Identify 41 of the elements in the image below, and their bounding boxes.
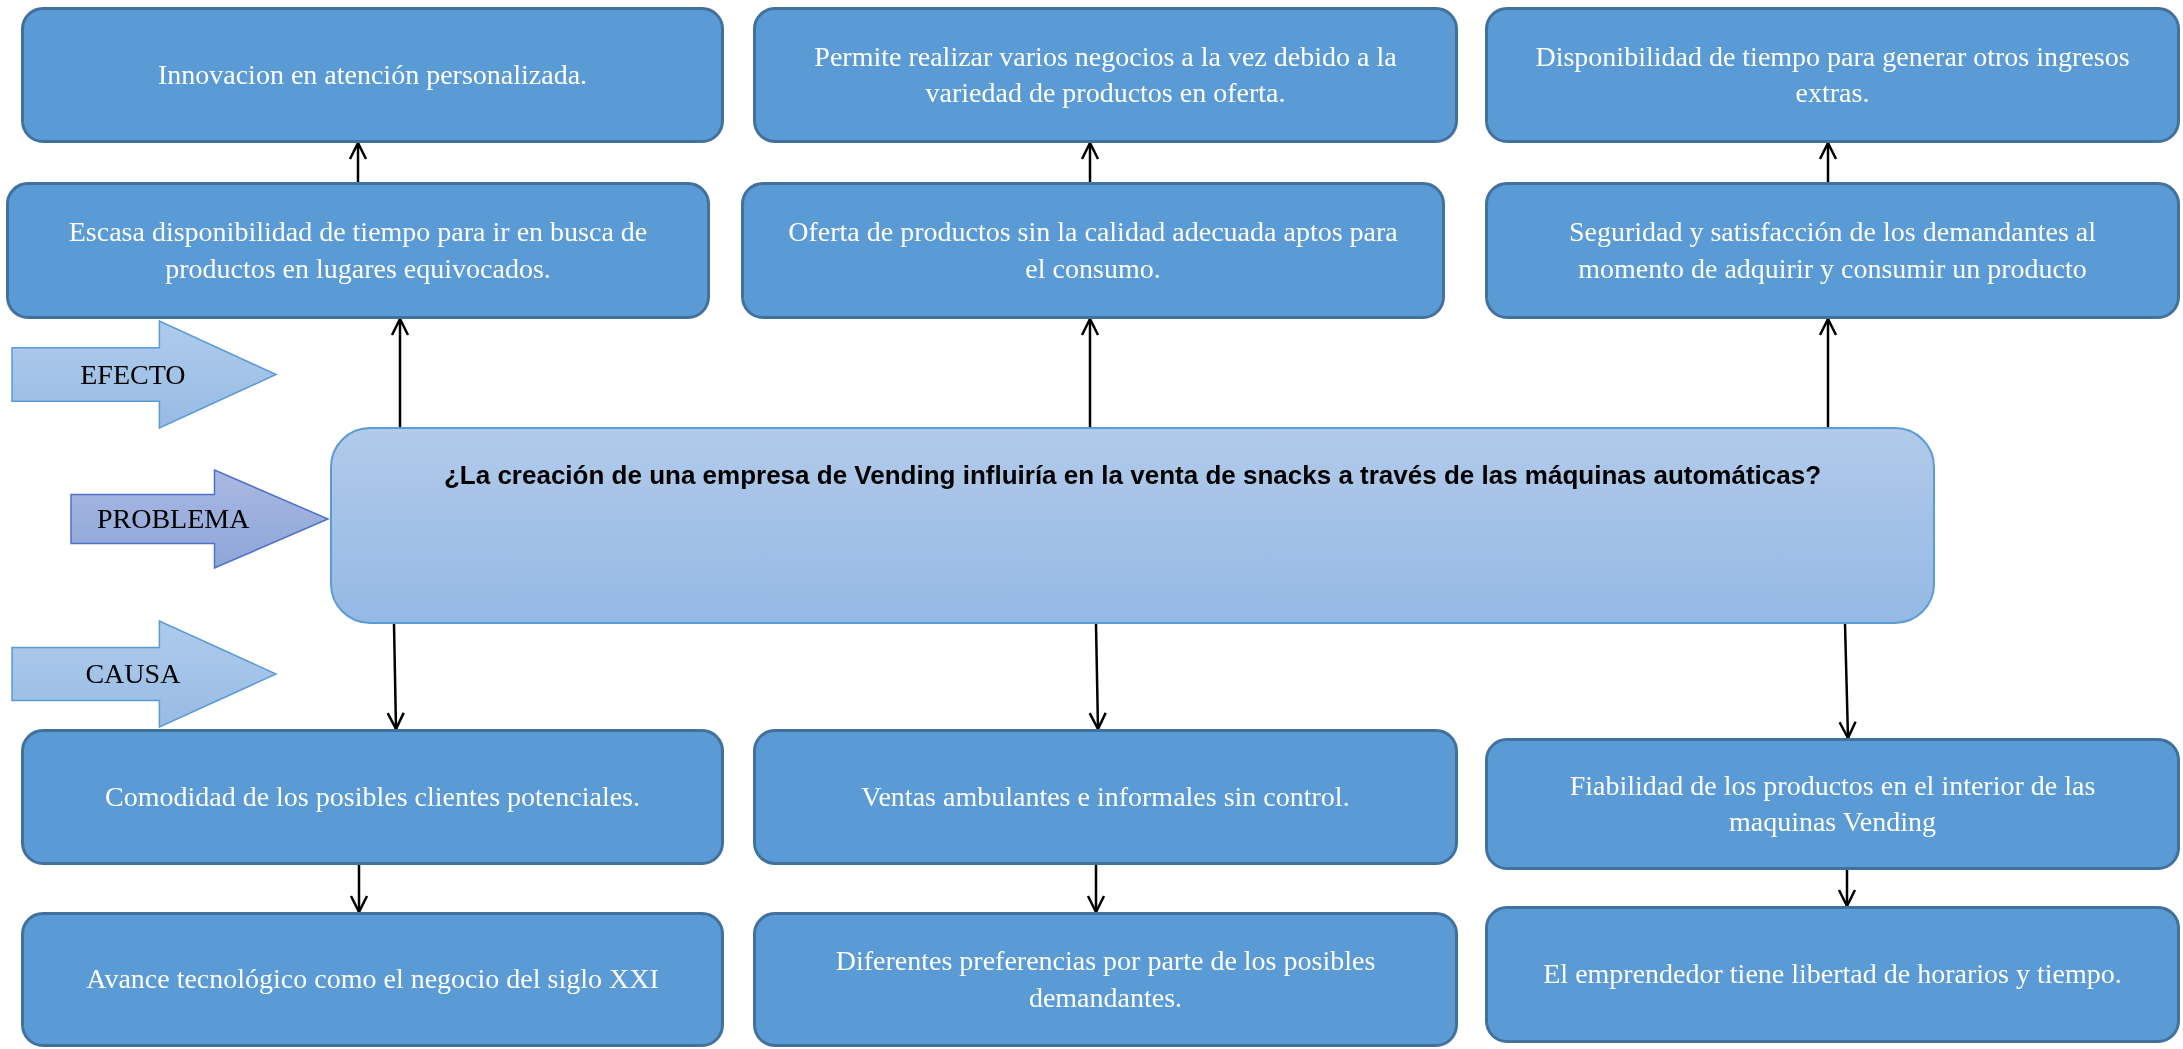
box-text: Ventas ambulantes e informales sin control.: [860, 779, 1351, 814]
box-text: Oferta de productos sin la calidad adecuada aptos para el consumo.: [787, 215, 1399, 286]
arrow-label: EFECTO: [79, 358, 187, 391]
arrow: [349, 865, 369, 914]
box-text: Escasa disponibilidad de tiempo para ir en busca de productos en lugares equivocados.: [67, 215, 649, 286]
arrow: [390, 317, 410, 427]
arrow: [1080, 141, 1100, 182]
problem-text: ¿La creación de una empresa de Vending influiría en la venta de snacks a través de las máquinas automáticas?: [442, 459, 1823, 492]
box-text: Permite realizar varios negocios a la vez debido a la variedad de productos en oferta.: [813, 39, 1398, 110]
box-text: Comodidad de los posibles clientes potenciales.: [104, 779, 641, 814]
box-text: Diferentes preferencias por parte de los posibles demandantes.: [834, 944, 1377, 1015]
process-box: [21, 7, 724, 143]
problem-box: [330, 427, 1935, 624]
box-text: El emprendedor tiene libertad de horarios y tiempo.: [1542, 957, 2123, 992]
process-box: [1485, 906, 2180, 1043]
arrow: [1080, 317, 1100, 427]
box-text: Innovacion en atención personalizada.: [156, 57, 589, 92]
process-box: [1485, 182, 2180, 319]
arrow: [1837, 870, 1857, 908]
arrow: [1088, 623, 1107, 731]
process-box: [6, 182, 710, 319]
box-text: Avance tecnológico como el negocio del siglo XXI: [85, 962, 660, 997]
process-box: [753, 7, 1458, 143]
arrow-label: PROBLEMA: [95, 503, 251, 535]
arrow: [348, 141, 368, 182]
arrow: [1086, 865, 1106, 914]
arrow: [1818, 317, 1838, 427]
box-text: Disponibilidad de tiempo para generar otros ingresos extras.: [1534, 39, 2131, 110]
arrow: [386, 623, 405, 731]
process-box: [21, 729, 724, 865]
process-box: [1485, 7, 2180, 143]
box-text: Fiabilidad de los productos en el interior de las maquinas Vending: [1568, 768, 2097, 839]
process-box: [753, 729, 1458, 865]
arrow-label: CAUSA: [84, 658, 182, 690]
arrow: [1818, 141, 1838, 182]
arrow: [1838, 623, 1857, 740]
box-text: Seguridad y satisfacción de los demandantes al momento de adquirir y consumir un producto: [1567, 215, 2098, 286]
process-box: [741, 182, 1445, 319]
process-box: [753, 912, 1458, 1047]
process-box: [21, 912, 724, 1047]
process-box: [1485, 738, 2180, 870]
